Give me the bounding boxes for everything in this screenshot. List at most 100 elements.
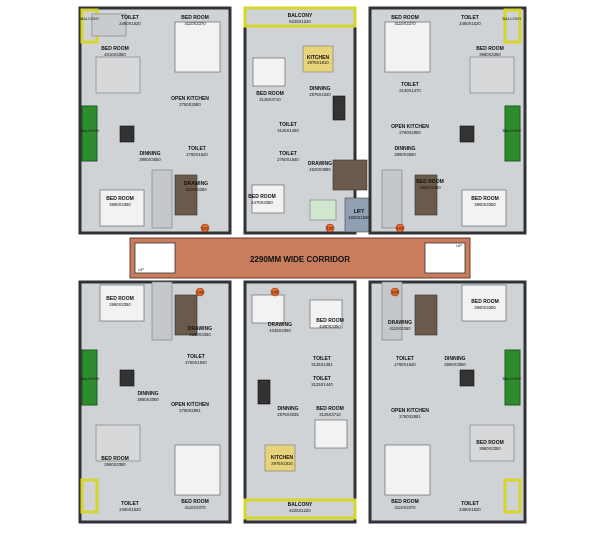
unit-badges: 101 102 103 104 105 106	[195, 223, 405, 297]
room-label: TOILET	[279, 151, 297, 157]
room-label: TOILET	[121, 501, 139, 507]
room-dims: 3960X3350	[104, 462, 126, 467]
room-label: TOILET	[461, 15, 479, 21]
room-dims: 3960X3350	[419, 185, 441, 190]
block-bottom-left	[78, 280, 232, 524]
room-label: DINNING	[444, 356, 465, 362]
room-label: TOILET	[313, 356, 331, 362]
room-label: BED ROOM	[416, 179, 444, 185]
room-dims: 2975X4340	[309, 92, 331, 97]
room-dims: 2975X4035	[277, 412, 299, 417]
room-label: TOILET	[121, 15, 139, 21]
room-dims: 4520X3980	[309, 167, 331, 172]
room-label: OPEN KITCHEN	[391, 408, 429, 414]
room-dims: 2760X2861	[179, 408, 201, 413]
room-label: BED ROOM	[101, 46, 129, 52]
room-label: TOILET	[187, 354, 205, 360]
room-dims: 4260X3350	[189, 332, 211, 337]
room-dims: 2760X1540	[394, 362, 416, 367]
room-label: BED ROOM	[391, 499, 419, 505]
room-label: BED ROOM	[256, 91, 284, 97]
balcony-label: BALCONY	[502, 128, 521, 133]
room-label: TOILET	[313, 376, 331, 382]
room-dims: 2760X1540	[277, 157, 299, 162]
room-label: BED ROOM	[106, 296, 134, 302]
room-dims: 2460X1520	[459, 21, 481, 26]
room-label: TOILET	[461, 501, 479, 507]
room-label: DINNING	[309, 86, 330, 92]
room-dims: 1820X1560	[348, 215, 370, 220]
room-dims: 4490X3350	[319, 324, 341, 329]
room-dims: 2760X1540	[186, 152, 208, 157]
room-label: BED ROOM	[181, 15, 209, 21]
room-label: DRAWING	[308, 161, 332, 167]
room-label: KITCHEN	[307, 55, 330, 61]
room-dims: 4110X3370	[184, 21, 206, 26]
room-dims: 3960X3350	[109, 302, 131, 307]
room-dims: 2460X1520	[119, 507, 141, 512]
room-label: BED ROOM	[476, 440, 504, 446]
stairs-up-label-left: UP	[138, 267, 144, 272]
room-dims: 2760X2861	[399, 414, 421, 419]
room-dims: 3125X3710	[319, 412, 341, 417]
room-dims: 3960X3550	[444, 362, 466, 367]
room-dims: 4110X3370	[184, 505, 206, 510]
room-label: OPEN KITCHEN	[171, 96, 209, 102]
room-dims: 3960X3350	[474, 305, 496, 310]
room-label: BED ROOM	[316, 406, 344, 412]
room-dims: 3960X3350	[109, 202, 131, 207]
room-label: BALCONY	[288, 13, 313, 19]
room-label: BED ROOM	[106, 196, 134, 202]
block-bottom-right	[368, 280, 527, 524]
block-top-left	[78, 6, 232, 235]
room-label: TOILET	[188, 146, 206, 152]
room-dims: 3960X3350	[479, 446, 501, 451]
balcony-label: BALCONY	[502, 16, 521, 21]
room-dims: 6225X1220	[289, 508, 311, 513]
room-label: BED ROOM	[316, 318, 344, 324]
room-label: DINNING	[394, 146, 415, 152]
room-label: BED ROOM	[391, 15, 419, 21]
room-dims: 4110X3350	[185, 187, 207, 192]
svg-text:101: 101	[202, 226, 209, 231]
room-dims: 6225X1220	[289, 19, 311, 24]
room-label: BED ROOM	[476, 46, 504, 52]
balcony-side-labels: BALCONY BALCONY BALCONY BALCONY BALCONY …	[80, 16, 521, 381]
room-label: DRAWING	[388, 320, 412, 326]
room-label: BED ROOM	[471, 299, 499, 305]
corridor: 2290MM WIDE CORRIDOR	[129, 237, 471, 279]
room-dims: 3125X1450	[277, 128, 299, 133]
room-label: DINNING	[139, 151, 160, 157]
stairs-up-label-right: UP	[456, 243, 462, 248]
block-top-right	[368, 6, 527, 235]
room-dims: 2130X1470	[399, 88, 421, 93]
room-dims: 3960X3350	[474, 202, 496, 207]
svg-text:103: 103	[397, 226, 404, 231]
balcony-label: BALCONY	[80, 16, 99, 21]
room-label: BED ROOM	[248, 194, 276, 200]
room-dims: 4110X3370	[394, 505, 416, 510]
room-dims: 2975X1810	[271, 461, 293, 466]
room-label: TOILET	[396, 356, 414, 362]
block-bottom-center	[243, 280, 357, 524]
room-dims: 3125X1440	[311, 382, 333, 387]
svg-text:104: 104	[392, 290, 399, 295]
room-dims: 4110X3350	[389, 326, 411, 331]
room-dims: 2760X2850	[399, 130, 421, 135]
balcony-label: BALCONY	[502, 376, 521, 381]
room-dims: 3125X3710	[259, 97, 281, 102]
room-label: TOILET	[401, 82, 419, 88]
room-label: DRAWING	[184, 181, 208, 187]
room-label: BALCONY	[288, 502, 313, 508]
room-dims: 2460X1520	[119, 21, 141, 26]
room-label: OPEN KITCHEN	[171, 402, 209, 408]
room-dims: 3960X3060	[137, 397, 159, 402]
room-dims: 2760X1540	[185, 360, 207, 365]
room-label: BED ROOM	[181, 499, 209, 505]
svg-text:105: 105	[272, 290, 279, 295]
room-label: DINNING	[277, 406, 298, 412]
room-dims: 4245X3350	[269, 328, 291, 333]
room-label: BED ROOM	[101, 456, 129, 462]
